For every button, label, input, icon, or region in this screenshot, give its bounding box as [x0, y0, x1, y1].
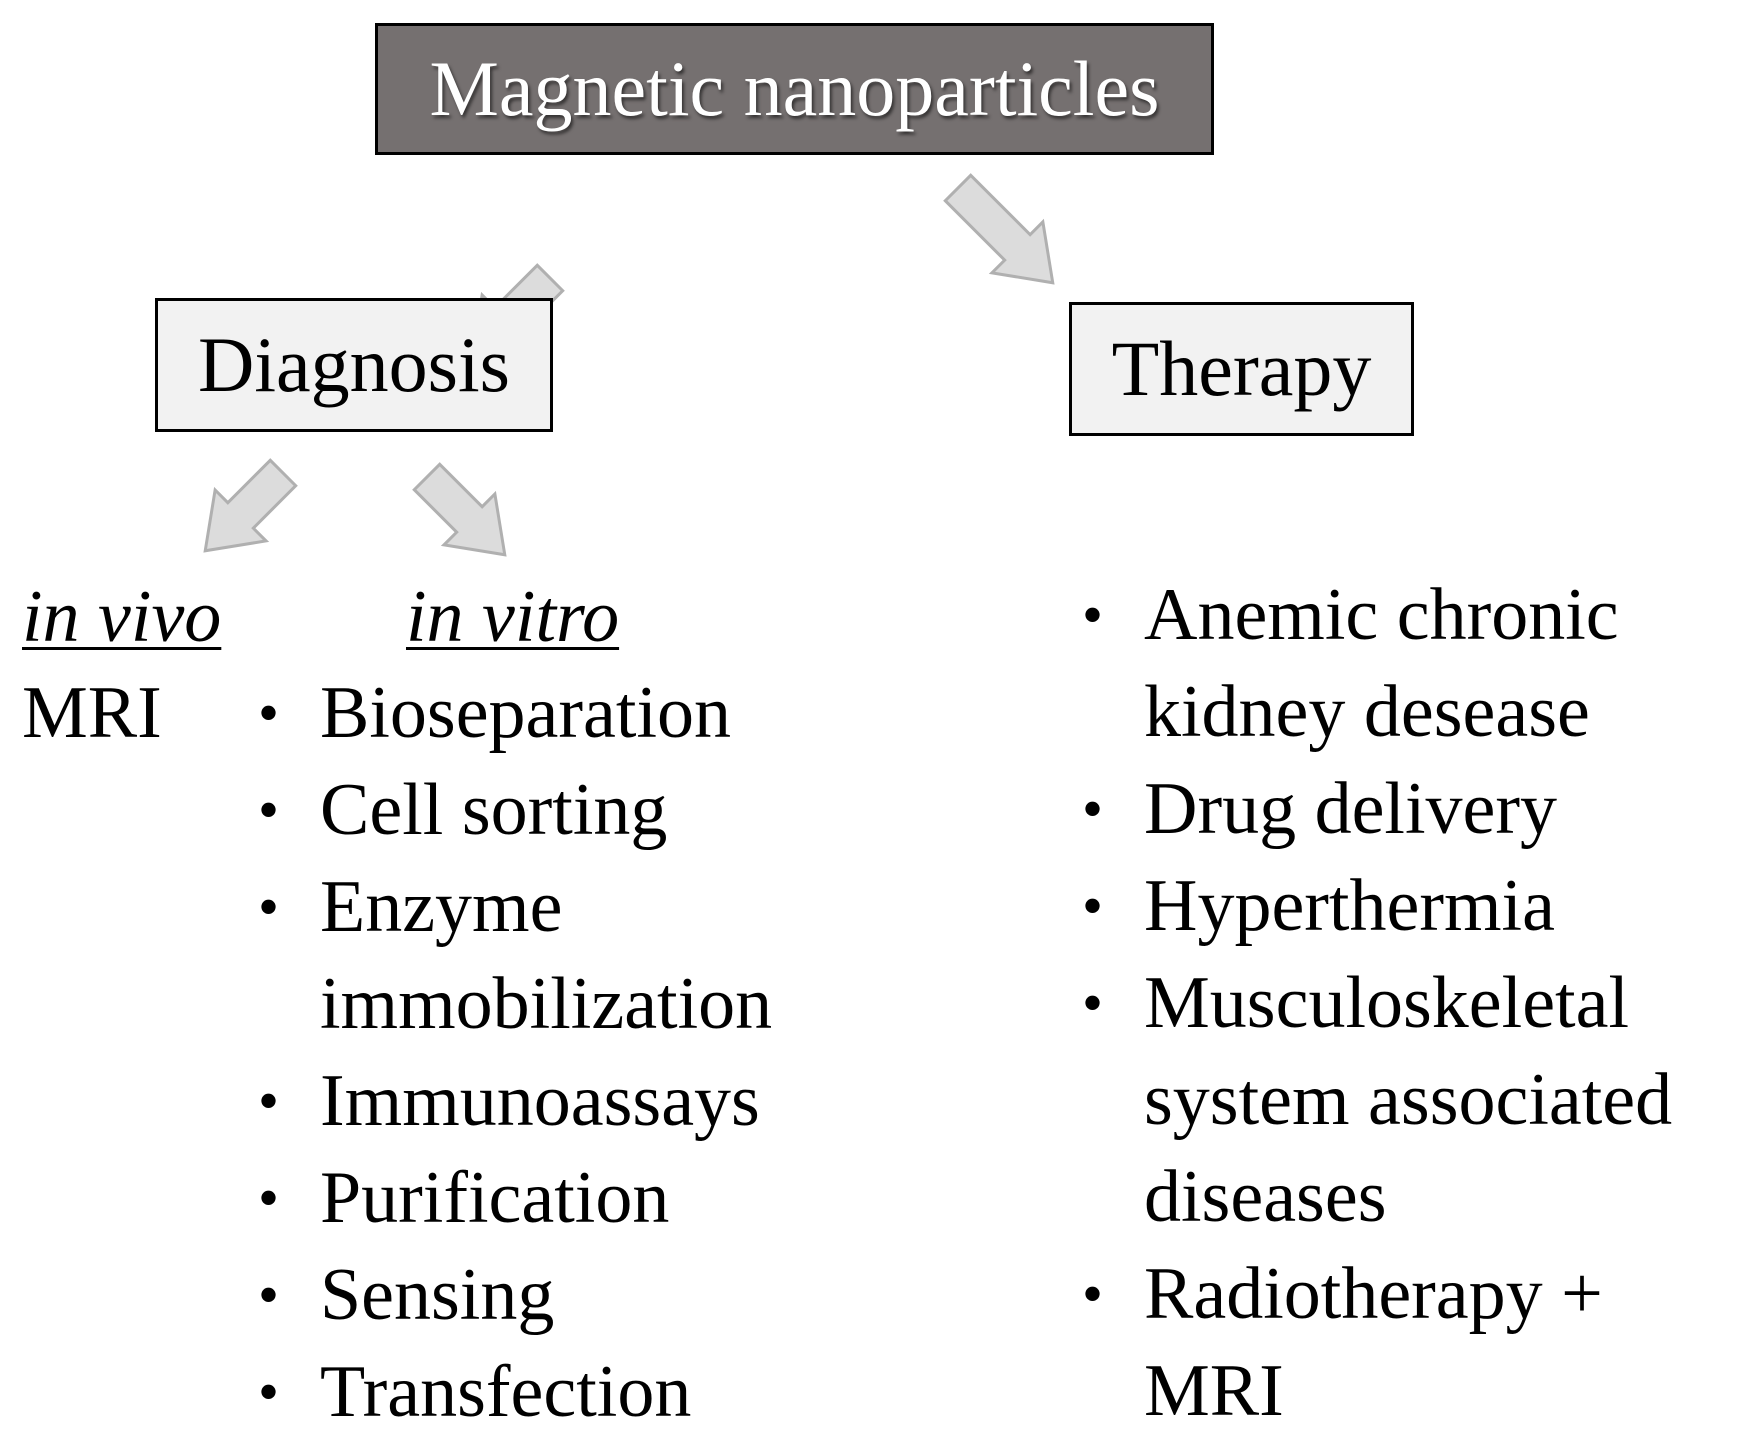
list-item-continuation: kidney desease — [1144, 671, 1590, 753]
bullet-icon: • — [258, 1262, 280, 1328]
arrow-diagnosis-to-invivo — [203, 458, 298, 553]
bullet-icon: • — [258, 874, 280, 940]
list-item-continuation: MRI — [1144, 1350, 1284, 1432]
bullet-icon: • — [1082, 873, 1104, 939]
list-item: •Sensing — [258, 1247, 772, 1344]
bullet-icon: • — [1082, 582, 1104, 648]
list-item: •Immunoassays — [258, 1053, 772, 1150]
diagnosis-node: Diagnosis — [155, 298, 553, 432]
list-item-continuation: system associated — [1144, 1059, 1673, 1141]
therapy-list: •Anemic chronic kidney desease •Drug del… — [1082, 567, 1673, 1440]
therapy-label: Therapy — [1111, 325, 1372, 412]
therapy-node: Therapy — [1069, 302, 1414, 436]
invivo-heading: in vivo — [22, 576, 222, 658]
list-item-continuation: diseases — [1144, 1156, 1387, 1238]
bullet-icon: • — [258, 1359, 280, 1425]
bullet-icon: • — [258, 680, 280, 746]
list-item: •Transfection — [258, 1344, 772, 1441]
invitro-list: •Bioseparation •Cell sorting •Enzyme imm… — [258, 665, 773, 1441]
list-item: •Radiotherapy + — [1082, 1246, 1672, 1343]
list-item: •Drug delivery — [1082, 761, 1672, 858]
bullet-icon: • — [1082, 970, 1104, 1036]
diagnosis-label: Diagnosis — [198, 321, 510, 408]
list-item: •Bioseparation — [258, 665, 772, 762]
invitro-heading: in vitro — [406, 576, 620, 658]
list-item-continuation: immobilization — [320, 963, 773, 1045]
bullet-icon: • — [1082, 776, 1104, 842]
list-item: •Enzyme — [258, 859, 772, 956]
list-item: •Purification — [258, 1150, 772, 1247]
bullet-icon: • — [258, 777, 280, 843]
bullet-icon: • — [1082, 1261, 1104, 1327]
bullet-icon: • — [258, 1165, 280, 1231]
list-item: •Anemic chronic — [1082, 567, 1672, 664]
list-item: •Cell sorting — [258, 762, 772, 859]
root-node: Magnetic nanoparticles — [375, 23, 1214, 155]
root-label: Magnetic nanoparticles — [429, 45, 1160, 132]
list-item: •Musculoskeletal — [1082, 955, 1672, 1052]
bullet-icon: • — [258, 1068, 280, 1134]
invivo-item: MRI — [22, 672, 162, 754]
list-item: •Hyperthermia — [1082, 858, 1672, 955]
arrow-diagnosis-to-invitro — [412, 462, 507, 557]
arrow-root-to-therapy — [943, 173, 1055, 285]
